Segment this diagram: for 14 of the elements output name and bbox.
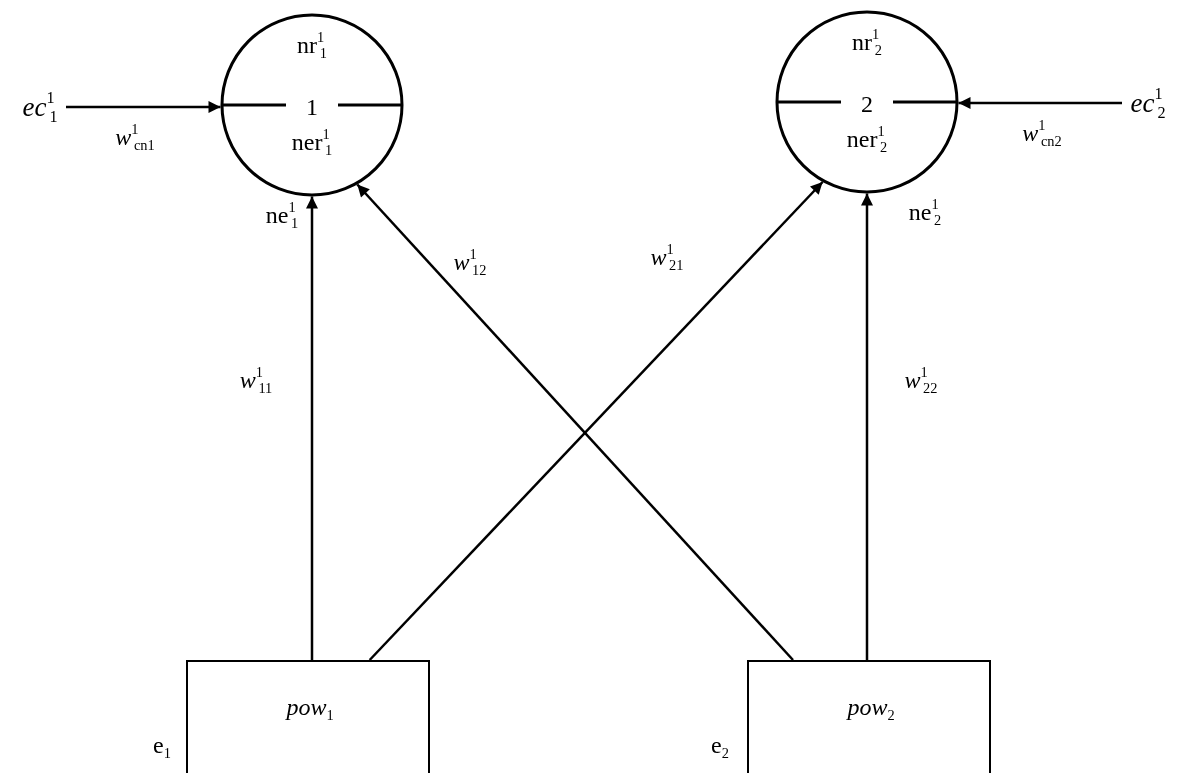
neuron-number: 1: [306, 95, 318, 119]
input-name-label: e$_{1}$: [153, 733, 171, 757]
neuron-number: 2: [861, 92, 873, 116]
arrow: [861, 193, 873, 660]
arrow: [958, 97, 1122, 109]
box-label: pow$_{2}$: [847, 695, 895, 719]
neuron-circle: [221, 14, 403, 196]
box-label: pow$_{1}$: [286, 695, 334, 719]
input-box: [186, 660, 430, 773]
input-box: [747, 660, 991, 773]
arrow: [66, 101, 221, 113]
input-name-label: e$_{2}$: [711, 733, 729, 757]
arrow: [306, 196, 318, 660]
neuron-circle: [776, 11, 958, 193]
